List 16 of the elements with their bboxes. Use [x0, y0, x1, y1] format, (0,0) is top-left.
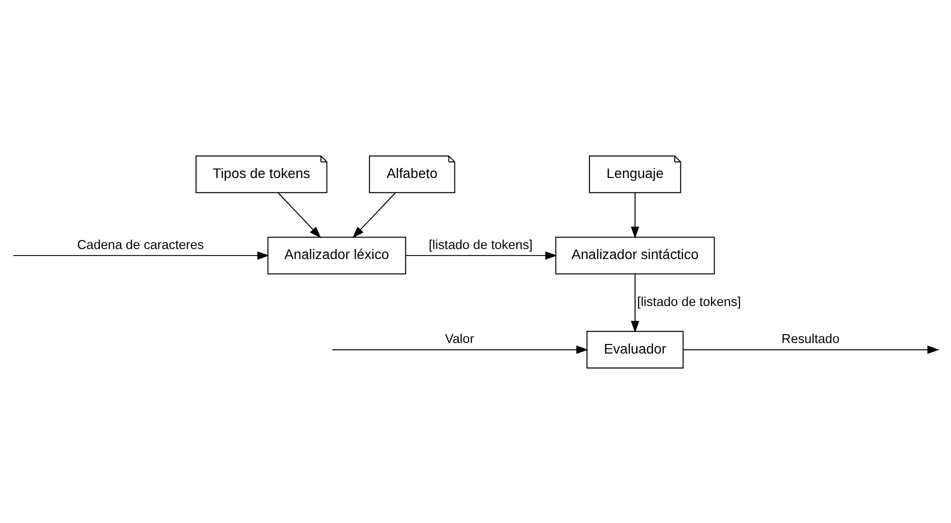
arrow	[630, 273, 640, 332]
arrow	[352, 192, 396, 238]
node-box: Analizador sintáctico	[555, 236, 715, 274]
edge-label: Valor	[445, 330, 474, 346]
edge-label: Resultado	[782, 330, 840, 346]
arrow	[12, 250, 270, 260]
arrow	[405, 250, 558, 260]
node-box: Evaluador	[586, 330, 684, 368]
arrow	[278, 192, 322, 238]
node-box: Analizador léxico	[267, 236, 406, 274]
edge-label: [listado de tokens]	[637, 294, 741, 308]
arrow	[682, 345, 940, 354]
arrow	[332, 345, 588, 354]
edge-label: Cadena de caracteres	[77, 236, 204, 252]
edge-label: [listado de tokens]	[428, 236, 533, 252]
arrow	[630, 192, 640, 238]
